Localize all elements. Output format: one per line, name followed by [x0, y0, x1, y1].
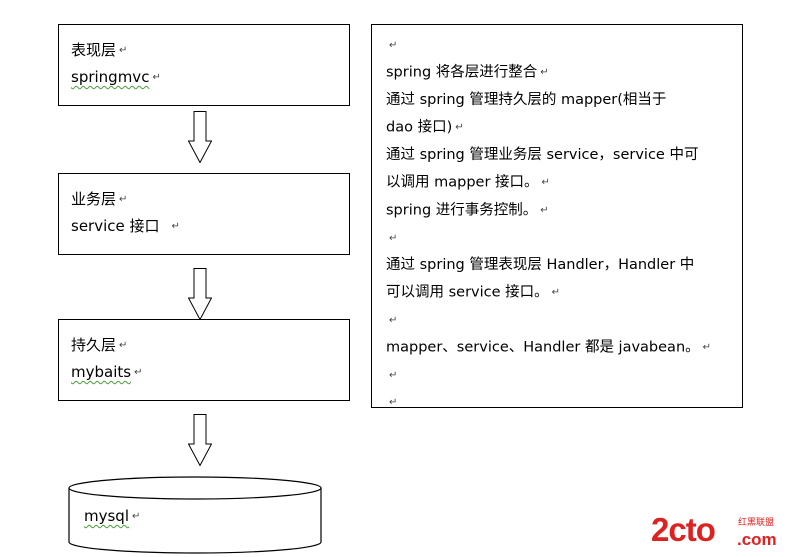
paragraph-mark-icon: ↵ — [455, 122, 464, 134]
paragraph-mark-icon: ↵ — [134, 367, 143, 378]
service-layer-tech-line: service 接口 ↵ — [71, 213, 337, 240]
database-label-line: mysql↵ — [84, 503, 140, 530]
down-arrow-icon — [188, 414, 212, 466]
down-arrow-icon — [188, 268, 212, 320]
paragraph-mark-icon: ↵ — [389, 315, 398, 327]
description-line-text: 以调用 mapper 接口。 — [386, 174, 539, 191]
persistence-layer-box: 持久层↵ mybaits↵ — [58, 319, 350, 401]
paragraph-mark-icon: ↵ — [389, 397, 398, 409]
description-line: dao 接口)↵ — [386, 114, 728, 142]
description-line-text: 可以调用 service 接口。 — [386, 284, 549, 301]
description-line: 可以调用 service 接口。↵ — [386, 279, 728, 307]
paragraph-mark-icon: ↵ — [119, 45, 128, 56]
service-layer-tech: service 接口 — [71, 217, 160, 235]
description-line: ↵ — [386, 307, 728, 334]
description-line: spring 进行事务控制。↵ — [386, 197, 728, 225]
paragraph-mark-icon: ↵ — [152, 72, 161, 83]
description-line: 通过 spring 管理持久层的 mapper(相当于 — [386, 87, 728, 114]
description-line: 通过 spring 管理表现层 Handler，Handler 中 — [386, 252, 728, 279]
paragraph-mark-icon: ↵ — [119, 194, 128, 205]
persistence-layer-tech-line: mybaits↵ — [71, 359, 337, 386]
watermark-main: 2cto — [651, 511, 716, 548]
presentation-layer-tech-line: springmvc↵ — [71, 64, 337, 91]
service-layer-title: 业务层 — [71, 190, 117, 208]
watermark-domain: .com — [737, 530, 777, 549]
description-line-text: 通过 spring 管理持久层的 mapper(相当于 — [386, 92, 667, 108]
description-line-text: mapper、service、Handler 都是 javabean。 — [386, 339, 700, 356]
presentation-layer-title-line: 表现层↵ — [71, 37, 337, 64]
description-line: ↵ — [386, 32, 728, 59]
description-line-text: 通过 spring 管理表现层 Handler，Handler 中 — [386, 257, 695, 274]
paragraph-mark-icon: ↵ — [171, 221, 180, 232]
description-line: ↵ — [386, 225, 728, 252]
paragraph-mark-icon: ↵ — [541, 177, 550, 189]
presentation-layer-title: 表现层 — [71, 41, 117, 59]
paragraph-mark-icon: ↵ — [540, 205, 549, 217]
service-layer-title-line: 业务层↵ — [71, 186, 337, 213]
description-lines: ↵spring 将各层进行整合↵通过 spring 管理持久层的 mapper(… — [386, 32, 728, 416]
service-layer-box: 业务层↵ service 接口↵ — [58, 173, 350, 255]
description-line: 以调用 mapper 接口。↵ — [386, 169, 728, 197]
description-line: mapper、service、Handler 都是 javabean。↵ — [386, 334, 728, 362]
paragraph-mark-icon: ↵ — [702, 342, 712, 354]
description-line: 通过 spring 管理业务层 service，service 中可 — [386, 142, 728, 169]
database-cylinder-icon — [68, 476, 322, 554]
paragraph-mark-icon: ↵ — [389, 370, 398, 382]
paragraph-mark-icon: ↵ — [389, 40, 398, 51]
paragraph-mark-icon: ↵ — [389, 232, 398, 244]
presentation-layer-tech: springmvc — [71, 68, 150, 86]
database-label: mysql — [84, 507, 129, 525]
persistence-layer-title-line: 持久层↵ — [71, 332, 337, 359]
persistence-layer-title: 持久层 — [71, 336, 117, 354]
paragraph-mark-icon: ↵ — [119, 340, 128, 351]
presentation-layer-box: 表现层↵ springmvc↵ — [58, 24, 350, 106]
description-line: ↵ — [386, 389, 728, 416]
paragraph-mark-icon: ↵ — [551, 287, 561, 299]
down-arrow-icon — [188, 111, 212, 163]
watermark-logo: 2cto 红黑联盟 .com — [651, 512, 787, 555]
persistence-layer-tech: mybaits — [71, 363, 132, 381]
watermark-cn: 红黑联盟 — [738, 518, 775, 528]
description-line-text: dao 接口) — [386, 119, 453, 136]
description-line-text: 通过 spring 管理业务层 service，service 中可 — [386, 147, 699, 164]
paragraph-mark-icon: ↵ — [540, 67, 549, 79]
description-line-text: spring 将各层进行整合 — [386, 64, 538, 81]
description-line: ↵ — [386, 362, 728, 389]
paragraph-mark-icon: ↵ — [132, 511, 141, 522]
description-line: spring 将各层进行整合↵ — [386, 59, 728, 87]
description-line-text: spring 进行事务控制。 — [386, 202, 538, 219]
description-box: ↵spring 将各层进行整合↵通过 spring 管理持久层的 mapper(… — [371, 24, 743, 408]
